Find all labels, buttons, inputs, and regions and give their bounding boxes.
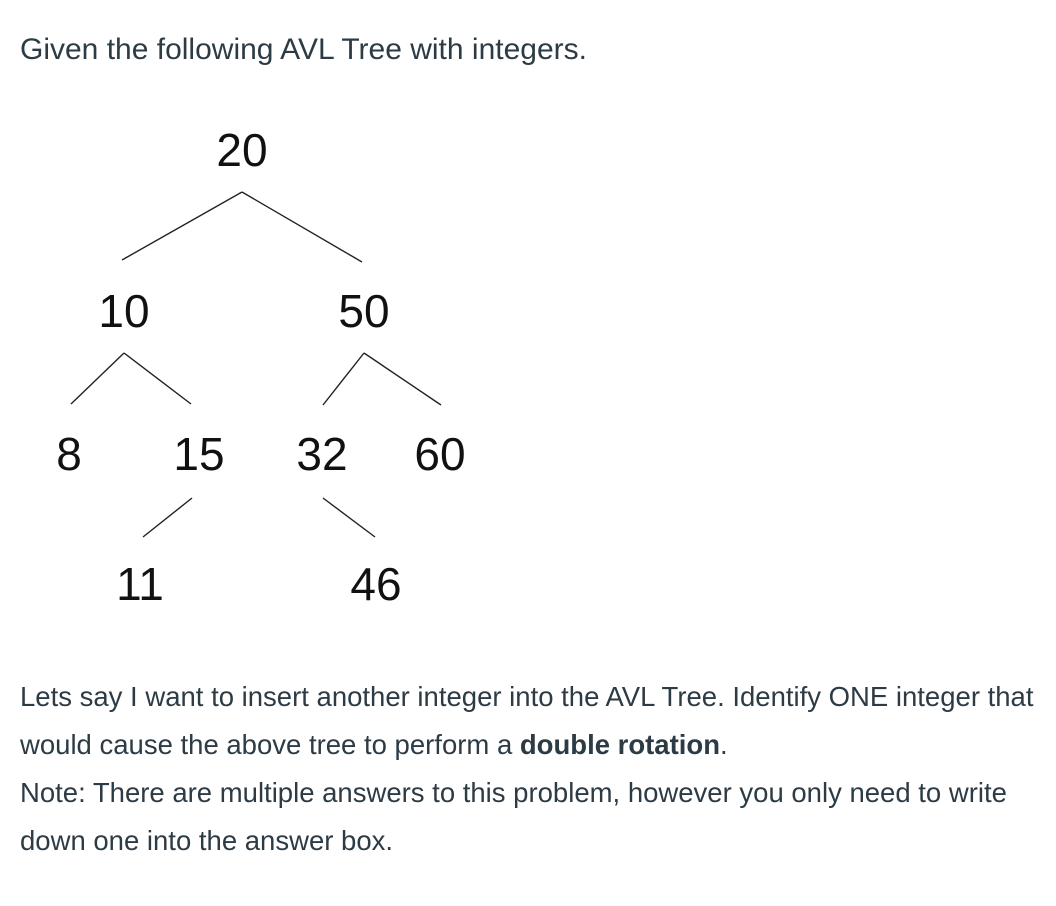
- edge-50-60: [363, 352, 442, 406]
- edge-20-50: [241, 191, 363, 263]
- edge-10-15: [123, 352, 192, 405]
- prompt-end: .: [720, 729, 728, 760]
- edge-20-10: [121, 191, 243, 261]
- tree-node-20: 20: [216, 124, 267, 176]
- tree-node-11: 11: [116, 558, 164, 610]
- tree-node-60: 60: [414, 428, 465, 480]
- tree-node-46: 46: [350, 558, 401, 610]
- prompt-text: Lets say I want to insert another intege…: [20, 681, 1034, 760]
- tree-node-32: 32: [296, 428, 347, 480]
- tree-node-50: 50: [338, 285, 389, 337]
- question-prompt: Lets say I want to insert another intege…: [20, 673, 1050, 769]
- edge-10-8: [70, 352, 125, 405]
- prompt-emphasis: double rotation: [519, 729, 720, 760]
- edge-15-11: [142, 497, 193, 538]
- question-intro: Given the following AVL Tree with intege…: [20, 33, 587, 66]
- edge-32-46: [322, 497, 376, 538]
- tree-node-8: 8: [56, 428, 82, 480]
- tree-node-10: 10: [98, 285, 149, 337]
- tree-node-15: 15: [173, 428, 224, 480]
- edge-50-32: [322, 352, 365, 406]
- question-note: Note: There are multiple answers to this…: [20, 777, 1007, 856]
